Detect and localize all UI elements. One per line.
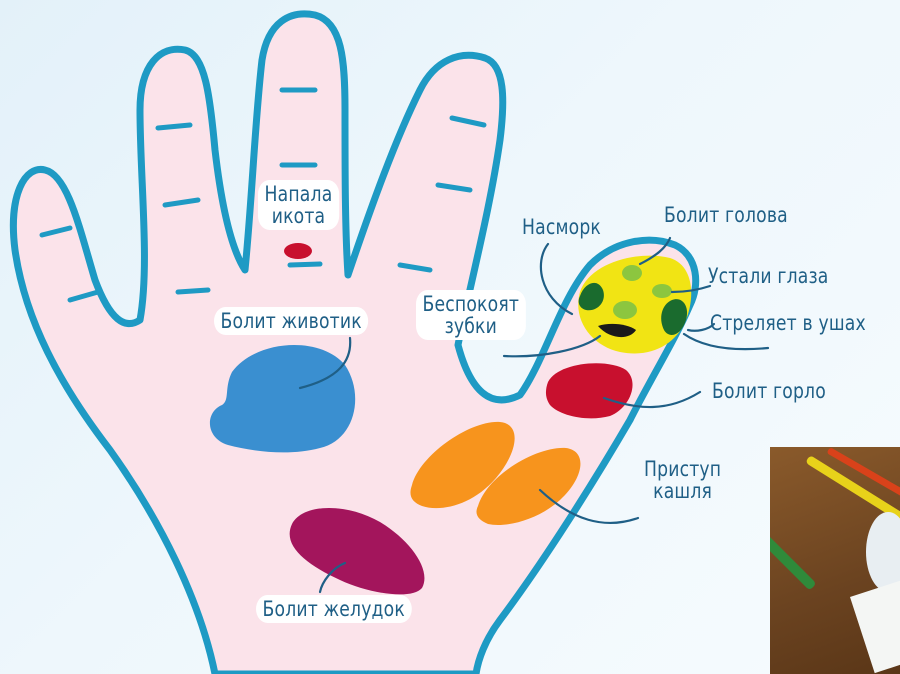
teeth-label-line1: Беспокоят [423,293,519,315]
pencil-green [770,527,817,591]
sore-throat-label: Болит горло [712,380,826,402]
cough-label: Приступ кашля [644,458,721,502]
tired-eyes-spot [652,284,672,298]
headache-text: Болит голова [664,203,788,227]
runny-nose-label: Насморк [522,216,601,238]
stomach-ache-label: Болит животик [214,307,368,335]
cough-label-line2: кашля [644,480,721,502]
cough-label-line1: Приступ [644,458,721,480]
hiccup-label: Напала икота [258,180,339,230]
ear-pain-text: Стреляет в ушах [710,311,866,335]
hiccup-label-line2: икота [265,205,333,227]
headache-spot [622,265,642,281]
glove [866,512,900,592]
paper-sheet [850,575,900,673]
teeth-label-line2: зубки [423,315,519,337]
sore-throat-spot [546,363,633,418]
runny-nose-spot [613,301,637,319]
photo-inset [770,447,900,674]
tired-eyes-label: Устали глаза [708,265,829,287]
teeth-label: Беспокоят зубки [416,290,526,340]
photo-inset-art [770,447,900,674]
gastric-pain-label: Болит желудок [256,595,411,623]
ear-pain-label: Стреляет в ушах [710,312,866,334]
stomach-ache-text: Болит животик [221,309,362,333]
headache-label: Болит голова [664,204,788,226]
runny-nose-text: Насморк [522,215,601,239]
hiccup-spot [284,243,312,259]
gastric-pain-text: Болит желудок [263,597,405,621]
hiccup-label-line1: Напала [265,183,333,205]
tired-eyes-text: Устали глаза [708,264,829,288]
sore-throat-text: Болит горло [712,379,826,403]
